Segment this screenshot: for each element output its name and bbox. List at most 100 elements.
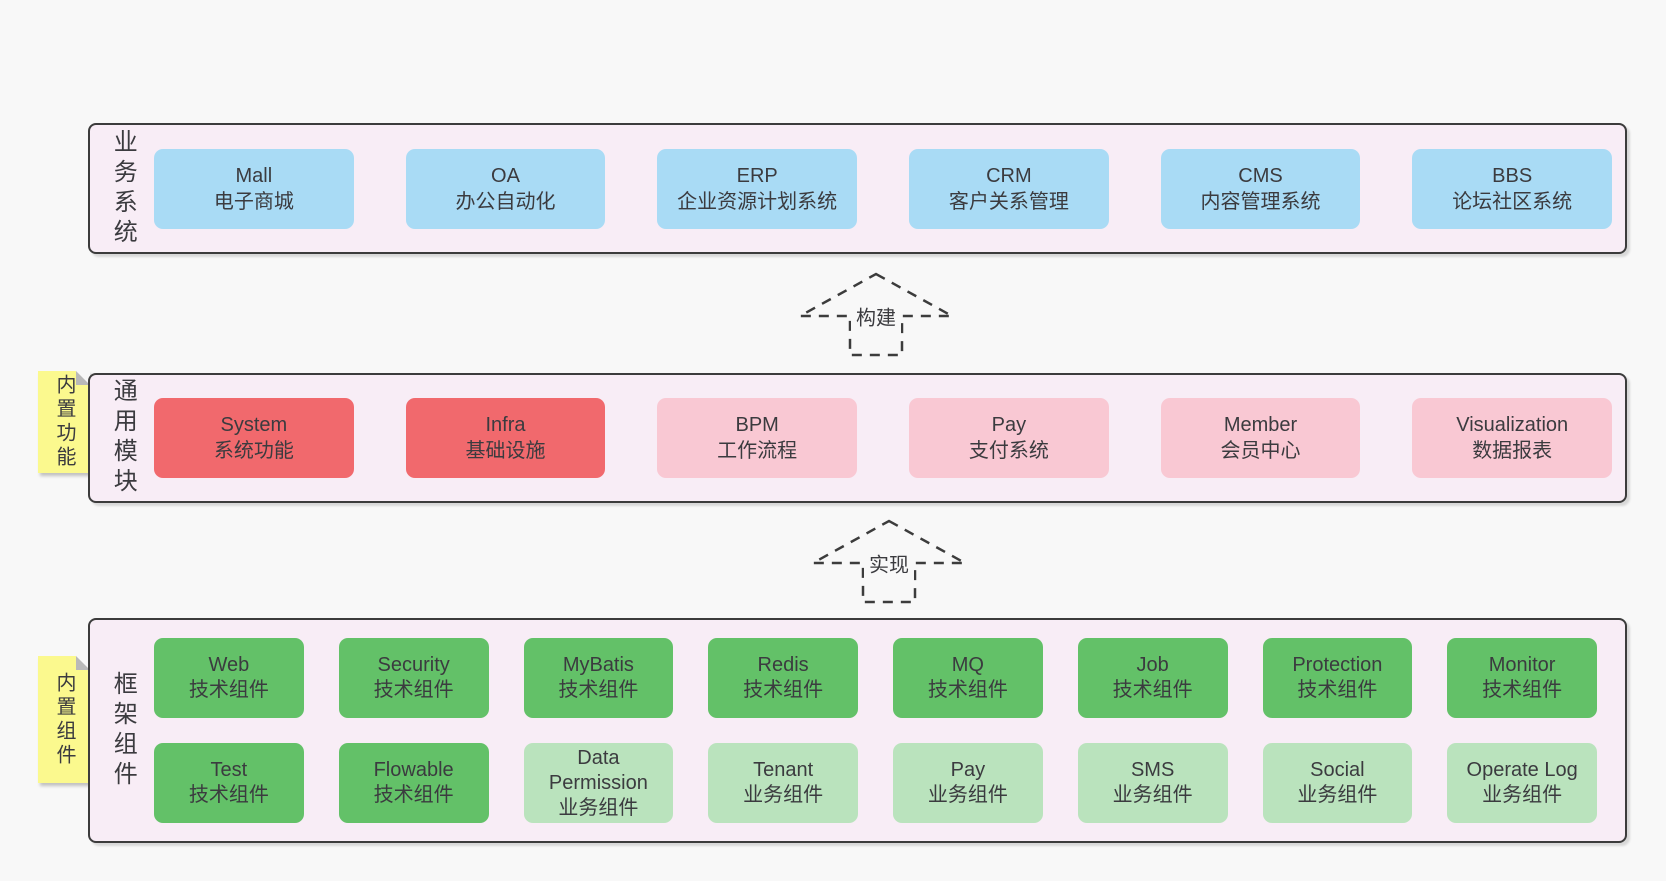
business-box-row: Mall 电子商城 OA 办公自动化 ERP 企业资源计划系统 CRM 客户关系… bbox=[154, 125, 1625, 252]
layer-label-text: 通用模块 bbox=[109, 378, 137, 498]
box-title: Infra bbox=[485, 414, 526, 436]
box-security: Security 技术组件 bbox=[338, 638, 489, 718]
box-subtitle: 技术组件 bbox=[927, 679, 1008, 701]
box-subtitle: 业务组件 bbox=[927, 784, 1008, 806]
sticky-note-builtin-features: 内置功能 bbox=[38, 371, 90, 473]
box-subtitle: 技术组件 bbox=[1112, 679, 1193, 701]
box-social: Social 业务组件 bbox=[1262, 743, 1413, 823]
box-mybatis: MyBatis 技术组件 bbox=[523, 638, 674, 718]
box-subtitle: 业务组件 bbox=[743, 784, 824, 806]
box-subtitle: 内容管理系统 bbox=[1200, 190, 1321, 213]
box-title: MyBatis bbox=[562, 654, 634, 676]
box-member: Member 会员中心 bbox=[1160, 398, 1361, 478]
box-subtitle: 技术组件 bbox=[743, 679, 824, 701]
box-data-permission: Data Permission 业务组件 bbox=[523, 743, 674, 823]
box-sms: SMS 业务组件 bbox=[1077, 743, 1228, 823]
sticky-fold-corner bbox=[76, 371, 90, 385]
box-crm: CRM 客户关系管理 bbox=[909, 148, 1109, 229]
layer-business-systems: 业务系统 Mall 电子商城 OA 办公自动化 ERP 企业资源计划系统 CRM… bbox=[88, 123, 1627, 254]
box-job: Job 技术组件 bbox=[1077, 638, 1228, 718]
box-title: Operate Log bbox=[1466, 759, 1578, 781]
box-subtitle: 技术组件 bbox=[1482, 679, 1563, 701]
box-oa: OA 办公自动化 bbox=[405, 148, 606, 229]
box-title: Pay bbox=[991, 414, 1027, 436]
box-title: Social bbox=[1310, 759, 1365, 781]
box-cms: CMS 内容管理系统 bbox=[1160, 148, 1361, 229]
box-title: Monitor bbox=[1488, 654, 1556, 676]
modules-box-row: System 系统功能 Infra 基础设施 BPM 工作流程 Pay 支付系统… bbox=[154, 375, 1625, 501]
box-subtitle: 会员中心 bbox=[1220, 440, 1301, 462]
box-title: CRM bbox=[986, 164, 1032, 187]
box-title: BBS bbox=[1492, 164, 1533, 187]
box-subtitle: 技术组件 bbox=[188, 679, 269, 701]
box-title: Redis bbox=[757, 654, 809, 676]
box-web: Web 技术组件 bbox=[154, 638, 304, 718]
box-pay-system: Pay 支付系统 bbox=[909, 398, 1109, 478]
box-subtitle: 系统功能 bbox=[213, 440, 294, 462]
components-row-2: Test 技术组件 Flowable 技术组件 Data Permission … bbox=[154, 743, 1597, 823]
box-title: Tenant bbox=[753, 759, 814, 781]
layer-label-business: 业务系统 bbox=[90, 125, 154, 252]
layer-label-text: 框架组件 bbox=[109, 670, 137, 791]
box-system: System 系统功能 bbox=[154, 398, 354, 478]
box-test: Test 技术组件 bbox=[154, 743, 304, 823]
box-title: SMS bbox=[1130, 759, 1175, 781]
layer-label-text: 业务系统 bbox=[109, 128, 137, 249]
dashed-up-arrow-icon bbox=[812, 519, 966, 604]
box-title: Protection bbox=[1292, 654, 1383, 676]
box-subtitle: 技术组件 bbox=[558, 679, 639, 701]
box-bbs: BBS 论坛社区系统 bbox=[1412, 148, 1613, 229]
layer-framework-components: 框架组件 Web 技术组件 Security 技术组件 MyBatis 技术组件… bbox=[88, 618, 1627, 843]
sticky-fold-corner bbox=[76, 656, 90, 670]
arrow-up-build: 构建 bbox=[798, 272, 954, 357]
layer-common-modules: 通用模块 System 系统功能 Infra 基础设施 BPM 工作流程 Pay… bbox=[88, 373, 1627, 503]
sticky-text: 内置功能 bbox=[53, 374, 75, 470]
box-title: Mall bbox=[235, 164, 273, 187]
box-subtitle: 技术组件 bbox=[373, 679, 454, 701]
box-pay-component: Pay 业务组件 bbox=[893, 743, 1043, 823]
box-subtitle: 工作流程 bbox=[717, 440, 798, 462]
box-subtitle: 支付系统 bbox=[968, 440, 1049, 462]
box-title: OA bbox=[491, 164, 520, 187]
box-title: Pay bbox=[950, 759, 986, 781]
box-subtitle: 业务组件 bbox=[1482, 784, 1563, 806]
box-subtitle: 论坛社区系统 bbox=[1452, 190, 1573, 213]
box-subtitle: 业务组件 bbox=[1112, 784, 1193, 806]
box-erp: ERP 企业资源计划系统 bbox=[657, 148, 858, 229]
box-title: Data Permission bbox=[548, 746, 648, 794]
components-row-1: Web 技术组件 Security 技术组件 MyBatis 技术组件 Redi… bbox=[154, 638, 1597, 718]
arrow-up-implement: 实现 bbox=[811, 519, 967, 604]
box-subtitle: 办公自动化 bbox=[455, 190, 556, 213]
sticky-note-builtin-components: 内置组件 bbox=[38, 656, 90, 783]
sticky-text: 内置组件 bbox=[53, 671, 75, 768]
box-infra: Infra 基础设施 bbox=[405, 398, 606, 478]
arrow-build-label: 构建 bbox=[851, 298, 901, 334]
box-title: ERP bbox=[736, 164, 778, 187]
layer-label-modules: 通用模块 bbox=[90, 375, 154, 501]
box-title: Security bbox=[377, 654, 450, 676]
layer-label-components: 框架组件 bbox=[90, 620, 154, 841]
box-subtitle: 客户关系管理 bbox=[948, 190, 1069, 213]
box-subtitle: 技术组件 bbox=[1297, 679, 1378, 701]
box-subtitle: 基础设施 bbox=[465, 440, 546, 462]
box-title: MQ bbox=[951, 654, 984, 676]
box-redis: Redis 技术组件 bbox=[708, 638, 858, 718]
box-mq: MQ 技术组件 bbox=[893, 638, 1043, 718]
box-flowable: Flowable 技术组件 bbox=[338, 743, 489, 823]
box-title: Job bbox=[1136, 654, 1169, 676]
box-subtitle: 业务组件 bbox=[1297, 784, 1378, 806]
box-subtitle: 业务组件 bbox=[558, 796, 639, 819]
box-subtitle: 企业资源计划系统 bbox=[677, 190, 838, 213]
box-protection: Protection 技术组件 bbox=[1262, 638, 1413, 718]
box-subtitle: 技术组件 bbox=[373, 784, 454, 806]
box-title: Test bbox=[210, 759, 248, 781]
box-title: Member bbox=[1223, 414, 1298, 436]
dashed-up-arrow-icon bbox=[799, 272, 953, 357]
box-title: System bbox=[220, 414, 288, 436]
arrow-implement-label: 实现 bbox=[864, 545, 914, 581]
box-visualization: Visualization 数据报表 bbox=[1412, 398, 1613, 478]
box-title: Web bbox=[208, 654, 250, 676]
box-subtitle: 数据报表 bbox=[1472, 440, 1553, 462]
box-tenant: Tenant 业务组件 bbox=[708, 743, 858, 823]
